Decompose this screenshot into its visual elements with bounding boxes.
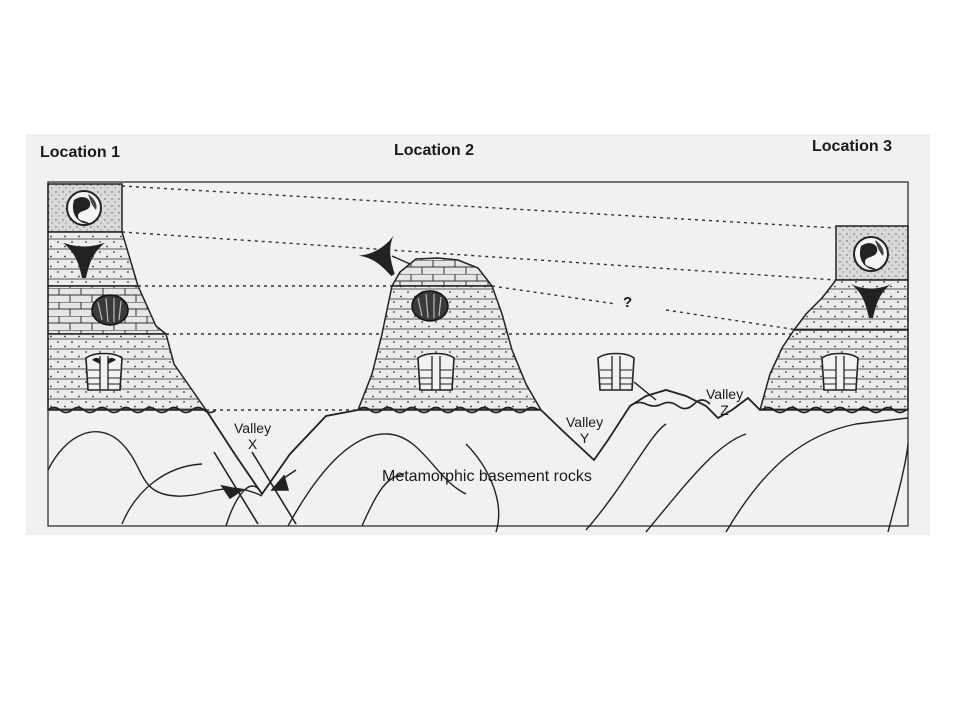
correlation-lines <box>121 185 837 411</box>
geologic-cross-section <box>47 181 909 533</box>
basement-folds <box>47 417 909 533</box>
globe-fossil-icon <box>853 236 889 272</box>
unknown-marker: ? <box>623 294 633 311</box>
ground-surface <box>205 389 761 496</box>
valley-z-label: Valley Z <box>706 386 743 418</box>
valley-y-letter: Y <box>579 430 590 446</box>
trilobite-fossil-icon <box>821 352 859 391</box>
valley-x-label: Valley X <box>234 420 271 452</box>
location3-label: Location 3 <box>812 138 893 155</box>
unconformity-lines <box>47 399 907 414</box>
loc2-limestone <box>390 257 494 287</box>
brachiopod-fossil-icon <box>91 294 129 326</box>
valley-x-word: Valley <box>234 420 272 436</box>
valley-y-word: Valley <box>566 414 604 430</box>
trilobite-fossil-icon <box>417 352 455 391</box>
section-frame <box>47 181 909 527</box>
valley-z-letter: Z <box>720 402 729 418</box>
location1-column <box>47 183 208 411</box>
loc1-shale-lower <box>47 333 208 411</box>
globe-fossil-icon <box>66 190 102 226</box>
trilobite-fossil-icon <box>85 352 123 391</box>
brachiopod-fossil-icon <box>411 290 449 322</box>
valley-z-word: Valley <box>706 386 744 402</box>
location1-label: Location 1 <box>40 144 121 161</box>
valley-y-label: Valley Y <box>566 414 603 446</box>
valley-x-letter: X <box>247 436 258 452</box>
cross-section-figure: Location 1 Location 2 Location 3 Valley … <box>26 134 930 535</box>
crinoid-fossil-icon <box>61 241 107 278</box>
loc3-shale-upper <box>792 279 909 331</box>
location2-label: Location 2 <box>394 142 475 159</box>
location2-hill <box>356 257 543 411</box>
loc2-shale <box>356 285 543 411</box>
fault <box>213 451 297 525</box>
loc1-shale-upper <box>47 231 140 287</box>
crinoid-fossil-icon <box>851 284 891 318</box>
trilobite-fossil-icon <box>597 352 635 391</box>
basement-label: Metamorphic basement rocks <box>382 468 592 485</box>
crinoid-fossil-icon <box>358 235 395 277</box>
